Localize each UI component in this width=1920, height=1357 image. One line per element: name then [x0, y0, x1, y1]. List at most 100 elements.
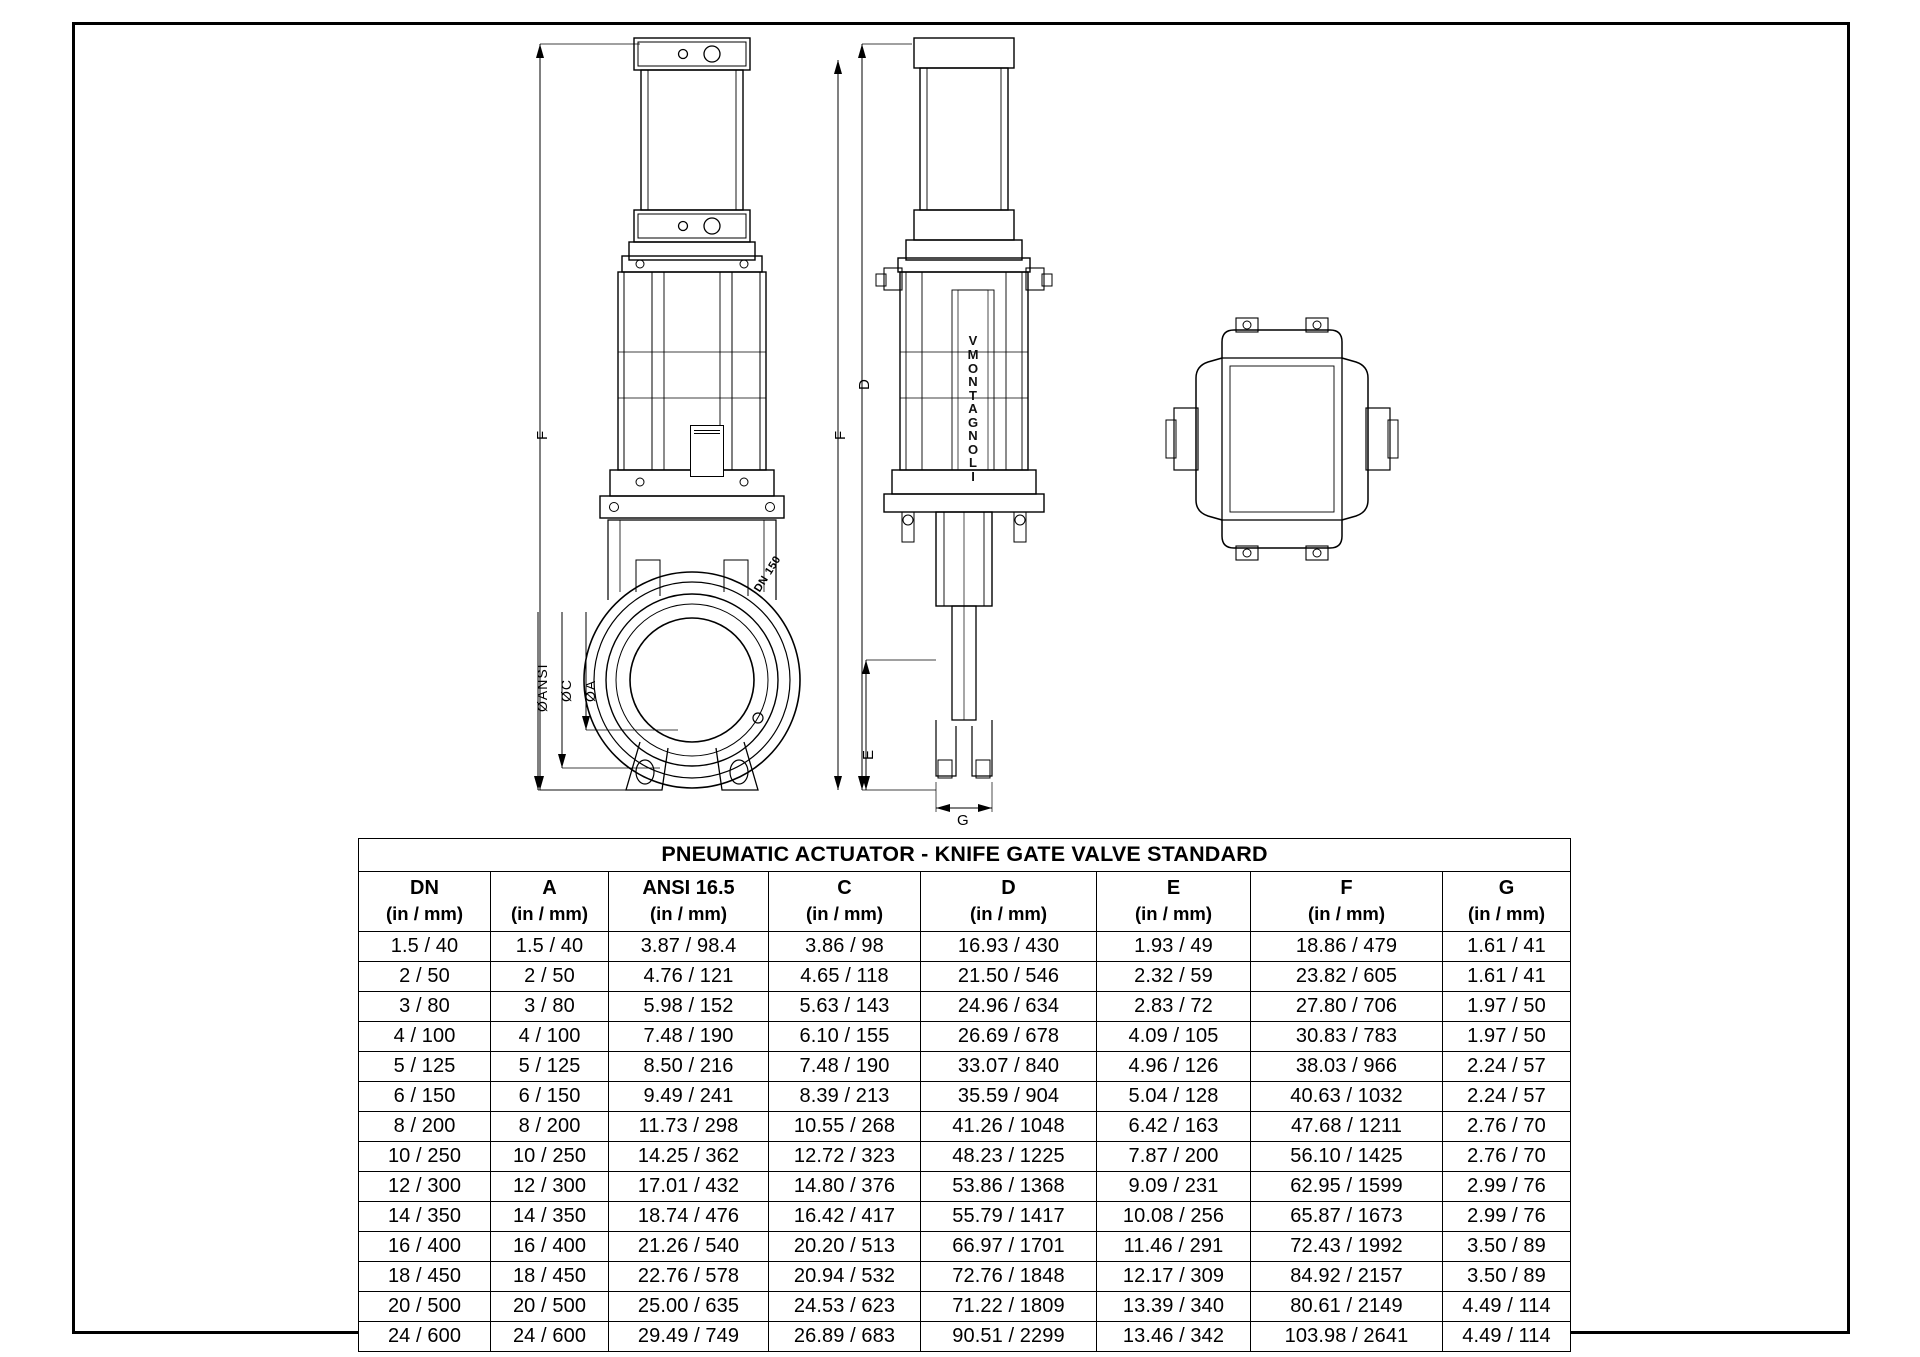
column-unit: (in / mm): [1467, 903, 1546, 924]
table-cell: 4.49 / 114: [1441, 1321, 1572, 1352]
table-cell: 3.50 / 89: [1441, 1231, 1572, 1262]
table-cell: 26.69 / 678: [920, 1021, 1097, 1052]
top-plan-view: [1165, 317, 1399, 561]
table-cell: 20.94 / 532: [768, 1261, 921, 1292]
table-cell: 8 / 200: [490, 1111, 609, 1142]
table-cell: 3.50 / 89: [1441, 1261, 1572, 1292]
side-view-dimension-F: [834, 60, 842, 790]
montagnoli-logo-icon: V: [968, 333, 978, 348]
table-cell: 14 / 350: [358, 1201, 491, 1232]
table-cell: 55.79 / 1417: [920, 1201, 1097, 1232]
table-cell: 7.48 / 190: [768, 1051, 921, 1082]
table-cell: 9.09 / 231: [1096, 1171, 1251, 1202]
side-elevation-view: [875, 37, 1053, 779]
table-cell: 90.51 / 2299: [920, 1321, 1097, 1352]
table-header-cell-e: E(in / mm): [1096, 871, 1251, 932]
table-cell: 16 / 400: [358, 1231, 491, 1262]
table-cell: 21.50 / 546: [920, 961, 1097, 992]
table-cell: 2.24 / 57: [1441, 1051, 1572, 1082]
column-unit: (in / mm): [969, 903, 1048, 924]
table-cell: 30.83 / 783: [1250, 1021, 1443, 1052]
table-cell: 4 / 100: [490, 1021, 609, 1052]
table-cell: 72.43 / 1992: [1250, 1231, 1443, 1262]
table-header-cell-f: F (in / mm): [1250, 871, 1443, 932]
table-cell: 72.76 / 1848: [920, 1261, 1097, 1292]
table-cell: 56.10 / 1425: [1250, 1141, 1443, 1172]
table-cell: 24.53 / 623: [768, 1291, 921, 1322]
dimension-label-dia-A: ØA: [582, 679, 598, 702]
table-cell: 26.89 / 683: [768, 1321, 921, 1352]
column-unit: (in / mm): [649, 903, 728, 924]
table-title-row: PNEUMATIC ACTUATOR - KNIFE GATE VALVE ST…: [357, 838, 1572, 872]
dimension-label-front-F: F: [534, 429, 551, 440]
table-header-cell-g: G(in / mm): [1441, 871, 1572, 932]
table-cell: 62.95 / 1599: [1250, 1171, 1443, 1202]
specification-table: PNEUMATIC ACTUATOR - KNIFE GATE VALVE ST…: [357, 838, 1572, 1352]
table-cell: 38.03 / 966: [1250, 1051, 1443, 1082]
brand-letter-6: N: [968, 428, 978, 443]
table-cell: 27.80 / 706: [1250, 991, 1443, 1022]
table-cell: 4.76 / 121: [608, 961, 769, 992]
dimension-label-side-D: D: [856, 378, 873, 390]
table-cell: 71.22 / 1809: [920, 1291, 1097, 1322]
table-cell: 10.08 / 256: [1096, 1201, 1251, 1232]
brand-letter-5: G: [967, 414, 979, 430]
table-cell: 48.23 / 1225: [920, 1141, 1097, 1172]
table-cell: 5 / 125: [358, 1051, 491, 1082]
table-cell: 6.10 / 155: [768, 1021, 921, 1052]
table-cell: 18 / 450: [358, 1261, 491, 1292]
valve-nameplate: [690, 425, 724, 477]
table-cell: 12 / 300: [490, 1171, 609, 1202]
table-cell: 16.42 / 417: [768, 1201, 921, 1232]
column-label: DN: [410, 877, 439, 899]
table-cell: 1.97 / 50: [1441, 1021, 1572, 1052]
table-cell: 25.00 / 635: [608, 1291, 769, 1322]
table-cell: 84.92 / 2157: [1250, 1261, 1443, 1292]
table-cell: 12.17 / 309: [1096, 1261, 1251, 1292]
column-unit: (in / mm): [1307, 903, 1386, 924]
table-cell: 2.76 / 70: [1441, 1141, 1572, 1172]
table-cell: 14.25 / 362: [608, 1141, 769, 1172]
table-cell: 4.96 / 126: [1096, 1051, 1251, 1082]
table-cell: 4.09 / 105: [1096, 1021, 1251, 1052]
table-cell: 18.86 / 479: [1250, 931, 1443, 962]
table-cell: 4.65 / 118: [768, 961, 921, 992]
table-cell: 6.42 / 163: [1096, 1111, 1251, 1142]
table-cell: 3.87 / 98.4: [608, 931, 769, 962]
front-elevation-view: [583, 37, 801, 791]
table-cell: 2.24 / 57: [1441, 1081, 1572, 1112]
table-cell: 1.61 / 41: [1441, 961, 1572, 992]
column-label: D: [1001, 877, 1016, 899]
table-cell: 8 / 200: [358, 1111, 491, 1142]
brand-letter-9: I: [971, 468, 975, 484]
brand-letter-8: L: [969, 455, 977, 470]
table-cell: 18 / 450: [490, 1261, 609, 1292]
table-cell: 1.61 / 41: [1441, 931, 1572, 962]
table-cell: 65.87 / 1673: [1250, 1201, 1443, 1232]
table-cell: 16.93 / 430: [920, 931, 1097, 962]
table-cell: 10.55 / 268: [768, 1111, 921, 1142]
table-cell: 33.07 / 840: [920, 1051, 1097, 1082]
table-cell: 22.76 / 578: [608, 1261, 769, 1292]
table-cell: 2.99 / 76: [1441, 1201, 1572, 1232]
table-cell: 3.86 / 98: [768, 931, 921, 962]
table-cell: 20.20 / 513: [768, 1231, 921, 1262]
table-cell: 29.49 / 749: [608, 1321, 769, 1352]
table-cell: 24 / 600: [490, 1321, 609, 1352]
column-unit: (in / mm): [510, 903, 589, 924]
table-cell: 2.99 / 76: [1441, 1171, 1572, 1202]
column-label: F: [1340, 877, 1353, 899]
table-cell: 13.39 / 340: [1096, 1291, 1251, 1322]
table-cell: 11.73 / 298: [608, 1111, 769, 1142]
front-view-diameter-dimensions: [534, 612, 678, 791]
table-cell: 5.04 / 128: [1096, 1081, 1251, 1112]
dimension-label-dia-C: ØC: [558, 679, 574, 702]
